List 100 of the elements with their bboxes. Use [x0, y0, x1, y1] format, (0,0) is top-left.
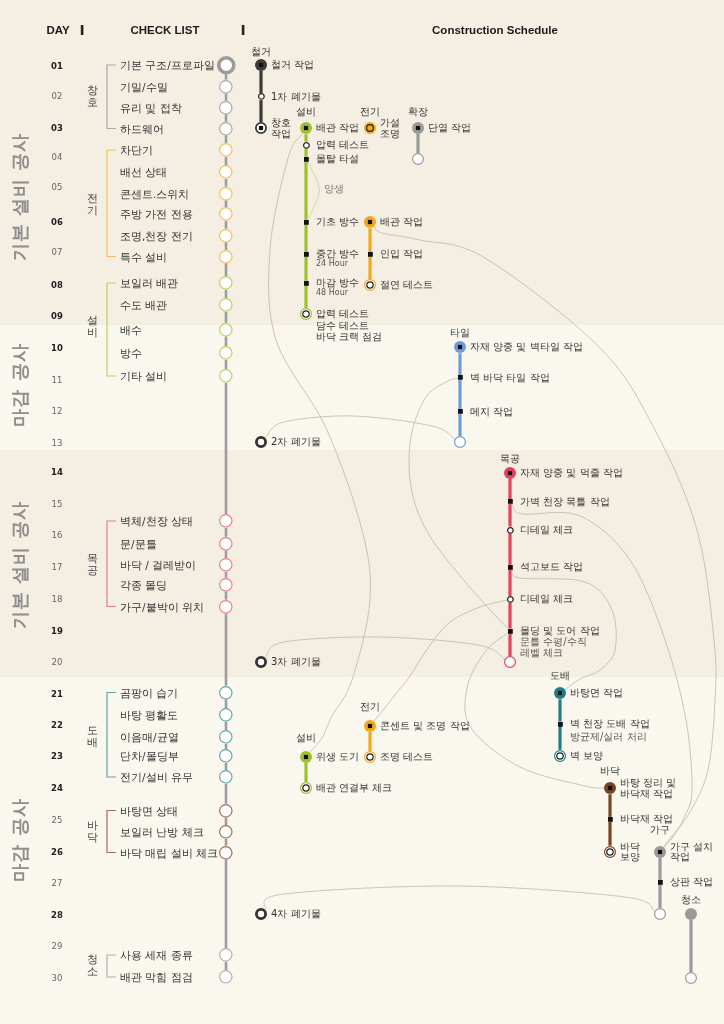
line-title: 전기 — [360, 702, 380, 712]
connector-line — [268, 133, 371, 753]
day-number: 19 — [51, 626, 63, 636]
checkbox-circle — [219, 79, 233, 94]
route-line — [368, 228, 372, 252]
start-station — [454, 341, 466, 354]
checkbox-circle — [219, 100, 233, 115]
checklist-item: 하드웨어 — [120, 123, 164, 134]
station-ring — [364, 122, 376, 135]
column-header: CHECK LIST — [130, 25, 200, 37]
station-label: 담수 테스트 — [316, 320, 370, 331]
station-label: 가구 설치 작업 — [670, 841, 715, 863]
check-station — [506, 526, 514, 534]
start-station — [554, 687, 566, 700]
route-line — [304, 134, 308, 142]
station-label: 디테일 체크 — [520, 594, 574, 605]
checkbox-circle — [219, 770, 233, 784]
checklist-item: 방수 — [120, 347, 142, 359]
route-line — [259, 71, 263, 94]
checkbox-circle — [219, 322, 233, 337]
route-line — [304, 285, 308, 308]
checkbox-circle — [219, 276, 233, 290]
day-number: 25 — [51, 815, 63, 825]
checklist-item: 배관 막힘 점검 — [120, 971, 193, 983]
connector-line — [265, 415, 456, 440]
line-title: 청소 — [681, 895, 701, 905]
station-label: 창호 작업 — [271, 117, 292, 139]
start-station — [364, 720, 376, 732]
route-line — [558, 726, 562, 750]
end-station — [604, 845, 616, 858]
day-number: 07 — [51, 247, 63, 257]
end-station — [300, 308, 312, 320]
checklist-item: 바닥 / 걸레받이 — [120, 559, 197, 571]
checkbox-circle — [219, 121, 233, 136]
checklist-item: 주방 가전 전용 — [120, 208, 193, 220]
timeline-line — [224, 783, 228, 804]
checklist-item: 문/문틀 — [120, 538, 157, 549]
section-title: 기본 설비 공사 — [11, 132, 29, 262]
day-number: 13 — [51, 438, 63, 448]
checklist-item: 수도 배관 — [120, 299, 168, 311]
station-label: 디테일 체크 — [520, 525, 574, 535]
route-line — [458, 380, 462, 410]
station-label: 바닥 보양 — [620, 841, 641, 863]
group-label: 설비 — [85, 315, 99, 339]
checkbox-circle — [219, 577, 233, 592]
checkbox-circle — [219, 536, 233, 551]
checkbox-circle — [219, 228, 233, 243]
line-title: 도배 — [550, 671, 570, 681]
checklist-item: 콘센트.스위치 — [120, 188, 190, 199]
station-label: 콘센트 및 조명 작업 — [380, 721, 470, 731]
end-station — [364, 751, 376, 763]
checklist-item: 단차/몰딩부 — [120, 750, 179, 762]
route-line — [416, 133, 420, 154]
station-label: 벽 보양 — [570, 750, 604, 761]
route-line — [508, 478, 512, 500]
section-title: 기본 설비 공사 — [11, 500, 29, 630]
station-label: 단열 작업 — [428, 122, 472, 133]
route-line — [508, 633, 512, 657]
day-number: 14 — [51, 467, 63, 477]
station-note: 방균제/실러 처리 — [570, 731, 647, 742]
station-label: 마감 방수 — [316, 278, 360, 289]
timeline-line — [224, 382, 228, 515]
group-label: 전기 — [85, 193, 99, 217]
end-station — [554, 749, 566, 762]
start-station — [364, 216, 376, 229]
checklist-item: 기밀/수밀 — [120, 81, 168, 92]
connector-line — [408, 378, 509, 629]
end-station — [300, 782, 312, 795]
checkbox-circle — [219, 708, 233, 722]
checklist-item: 이음매/균열 — [120, 731, 179, 743]
waste-station — [255, 435, 267, 448]
route-line — [304, 161, 308, 220]
group-label: 창호 — [85, 85, 99, 109]
route-line — [508, 504, 512, 527]
edge-label: 양생 — [324, 184, 344, 194]
station-label: 배관 작업 — [316, 123, 360, 134]
route-line — [508, 533, 512, 565]
station-label: 2차 폐기물 — [271, 436, 321, 447]
checklist-item: 보일러 난방 체크 — [120, 826, 204, 838]
line-title: 철거 — [251, 47, 271, 57]
checklist-item: 유리 및 접착 — [120, 102, 182, 113]
connector-line — [464, 632, 605, 789]
station-note: 24 Hour — [316, 260, 348, 269]
station-label: 몰딩 및 도어 작업 — [520, 626, 600, 636]
day-number: 01 — [51, 61, 63, 71]
group-label: 청소 — [85, 954, 99, 978]
line-title: 설비 — [296, 733, 316, 743]
start-station — [300, 122, 312, 135]
connector-line — [511, 569, 617, 691]
route-line — [458, 414, 462, 437]
route-line — [608, 794, 612, 817]
checklist-item: 배수 — [120, 324, 142, 335]
checkbox-circle — [219, 825, 233, 839]
column-header: DAY — [46, 25, 70, 37]
checkbox-circle — [219, 970, 233, 984]
line-title: 설비 — [296, 107, 316, 117]
checklist-item: 기타 설비 — [120, 370, 168, 382]
day-number: 05 — [51, 182, 63, 192]
station-label: 압력 테스트 — [316, 140, 370, 150]
day-number: 30 — [51, 973, 63, 982]
